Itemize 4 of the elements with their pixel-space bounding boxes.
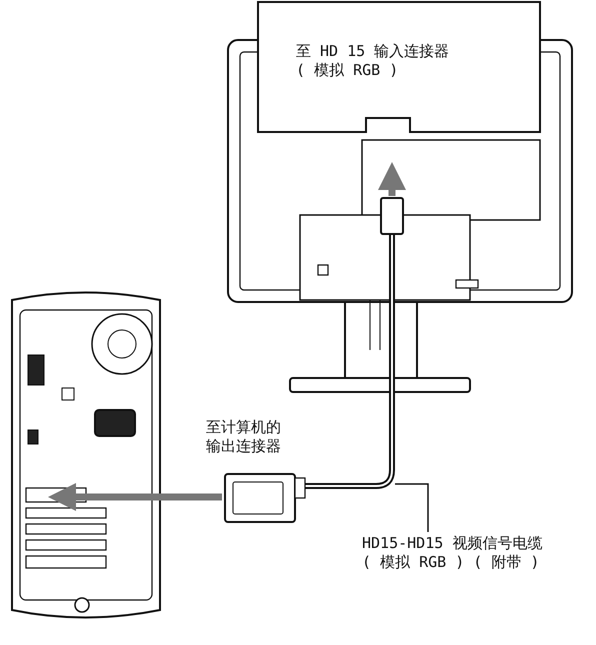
cable-label: HD15-HD15 视频信号电缆 ( 模拟 RGB ) ( 附带 ) [362, 534, 546, 572]
callout-text: 至计算机的输出连接器 [206, 418, 282, 456]
leader-line [395, 483, 429, 532]
callout-text: 至 HD 15 输入连接器 ( 模拟 RGB ) [296, 42, 450, 80]
